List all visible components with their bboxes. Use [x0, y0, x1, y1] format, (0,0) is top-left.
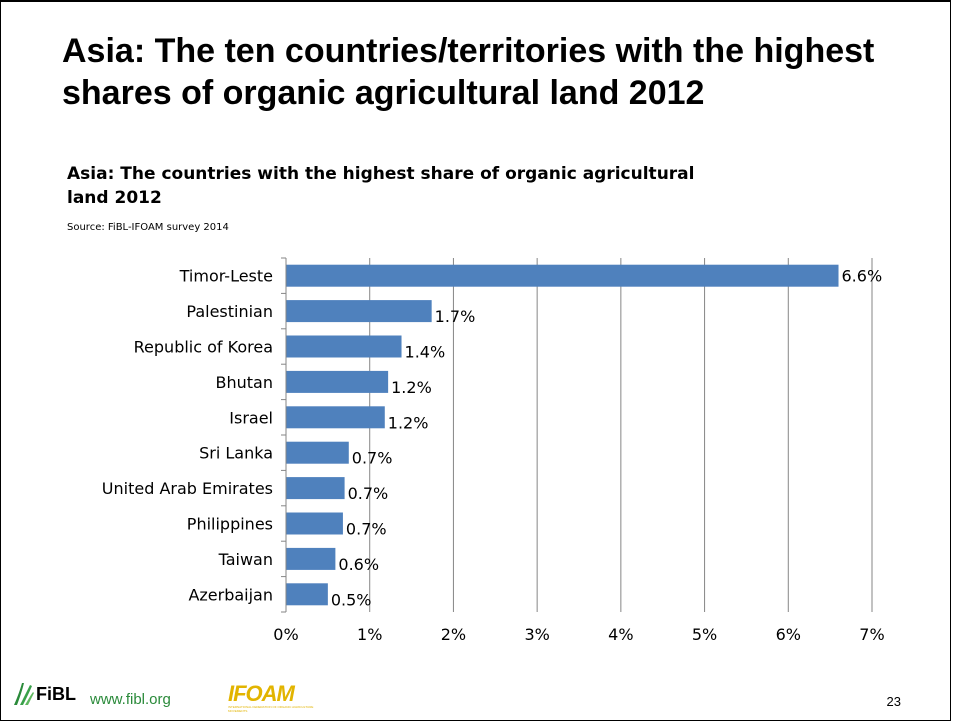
data-label-6: 0.7% — [348, 484, 389, 503]
x-tick-label-1: 1% — [357, 625, 382, 644]
data-label-5: 0.7% — [352, 449, 393, 468]
bar-2 — [286, 335, 402, 358]
category-label-0: Timor-Leste — [179, 267, 273, 286]
bar-chart: Timor-Leste 6.6% Palestinian 1.7% Republic o… — [102, 257, 885, 644]
bar-9 — [286, 583, 328, 606]
fibl-link[interactable]: www.fibl.org — [90, 691, 171, 708]
page-number: 23 — [886, 694, 901, 709]
data-label-8: 0.6% — [338, 555, 379, 574]
data-label-4: 1.2% — [388, 413, 429, 432]
x-tick-label-0: 0% — [273, 625, 298, 644]
category-label-1: Palestinian — [186, 302, 273, 321]
ifoam-subtitle: INTERNATIONAL FEDERATION OF ORGANIC AGRI… — [228, 705, 314, 713]
bar-1 — [286, 300, 432, 323]
bar-4 — [286, 406, 385, 429]
chart-title: Asia: The countries with the highest sha… — [67, 164, 695, 208]
fibl-logo: FiBL — [12, 682, 76, 706]
data-label-1: 1.7% — [435, 307, 476, 326]
fibl-wordmark: FiBL — [36, 683, 76, 704]
category-label-9: Azerbaijan — [188, 585, 273, 604]
bar-8 — [286, 547, 336, 570]
x-tick-label-7: 7% — [859, 625, 884, 644]
category-label-4: Israel — [229, 408, 273, 427]
category-label-7: Philippines — [187, 515, 273, 534]
bar-5 — [286, 441, 349, 464]
slide-title: Asia: The ten countries/territories with… — [62, 32, 875, 112]
x-tick-label-6: 6% — [776, 625, 801, 644]
x-tick-label-3: 3% — [524, 625, 549, 644]
x-tick-label-4: 4% — [608, 625, 633, 644]
ifoam-wordmark: IFOAM — [228, 681, 295, 706]
category-label-6: United Arab Emirates — [102, 479, 273, 498]
category-label-2: Republic of Korea — [134, 338, 273, 357]
data-label-7: 0.7% — [346, 520, 387, 539]
category-label-8: Taiwan — [218, 550, 273, 569]
data-label-0: 6.6% — [842, 267, 883, 286]
chart-source: Source: FiBL-IFOAM survey 2014 — [67, 222, 229, 233]
x-tick-label-5: 5% — [692, 625, 717, 644]
category-label-5: Sri Lanka — [199, 444, 273, 463]
x-tick-label-2: 2% — [441, 625, 466, 644]
fibl-leaf-icon — [14, 683, 34, 705]
data-label-3: 1.2% — [391, 378, 432, 397]
ifoam-logo: IFOAM INTERNATIONAL FEDERATION OF ORGANI… — [228, 681, 318, 719]
category-label-3: Bhutan — [216, 373, 273, 392]
bar-3 — [286, 370, 389, 393]
bar-6 — [286, 477, 345, 500]
data-label-9: 0.5% — [331, 590, 372, 609]
data-label-2: 1.4% — [405, 343, 446, 362]
bar-0 — [286, 264, 839, 287]
bar-7 — [286, 512, 343, 535]
